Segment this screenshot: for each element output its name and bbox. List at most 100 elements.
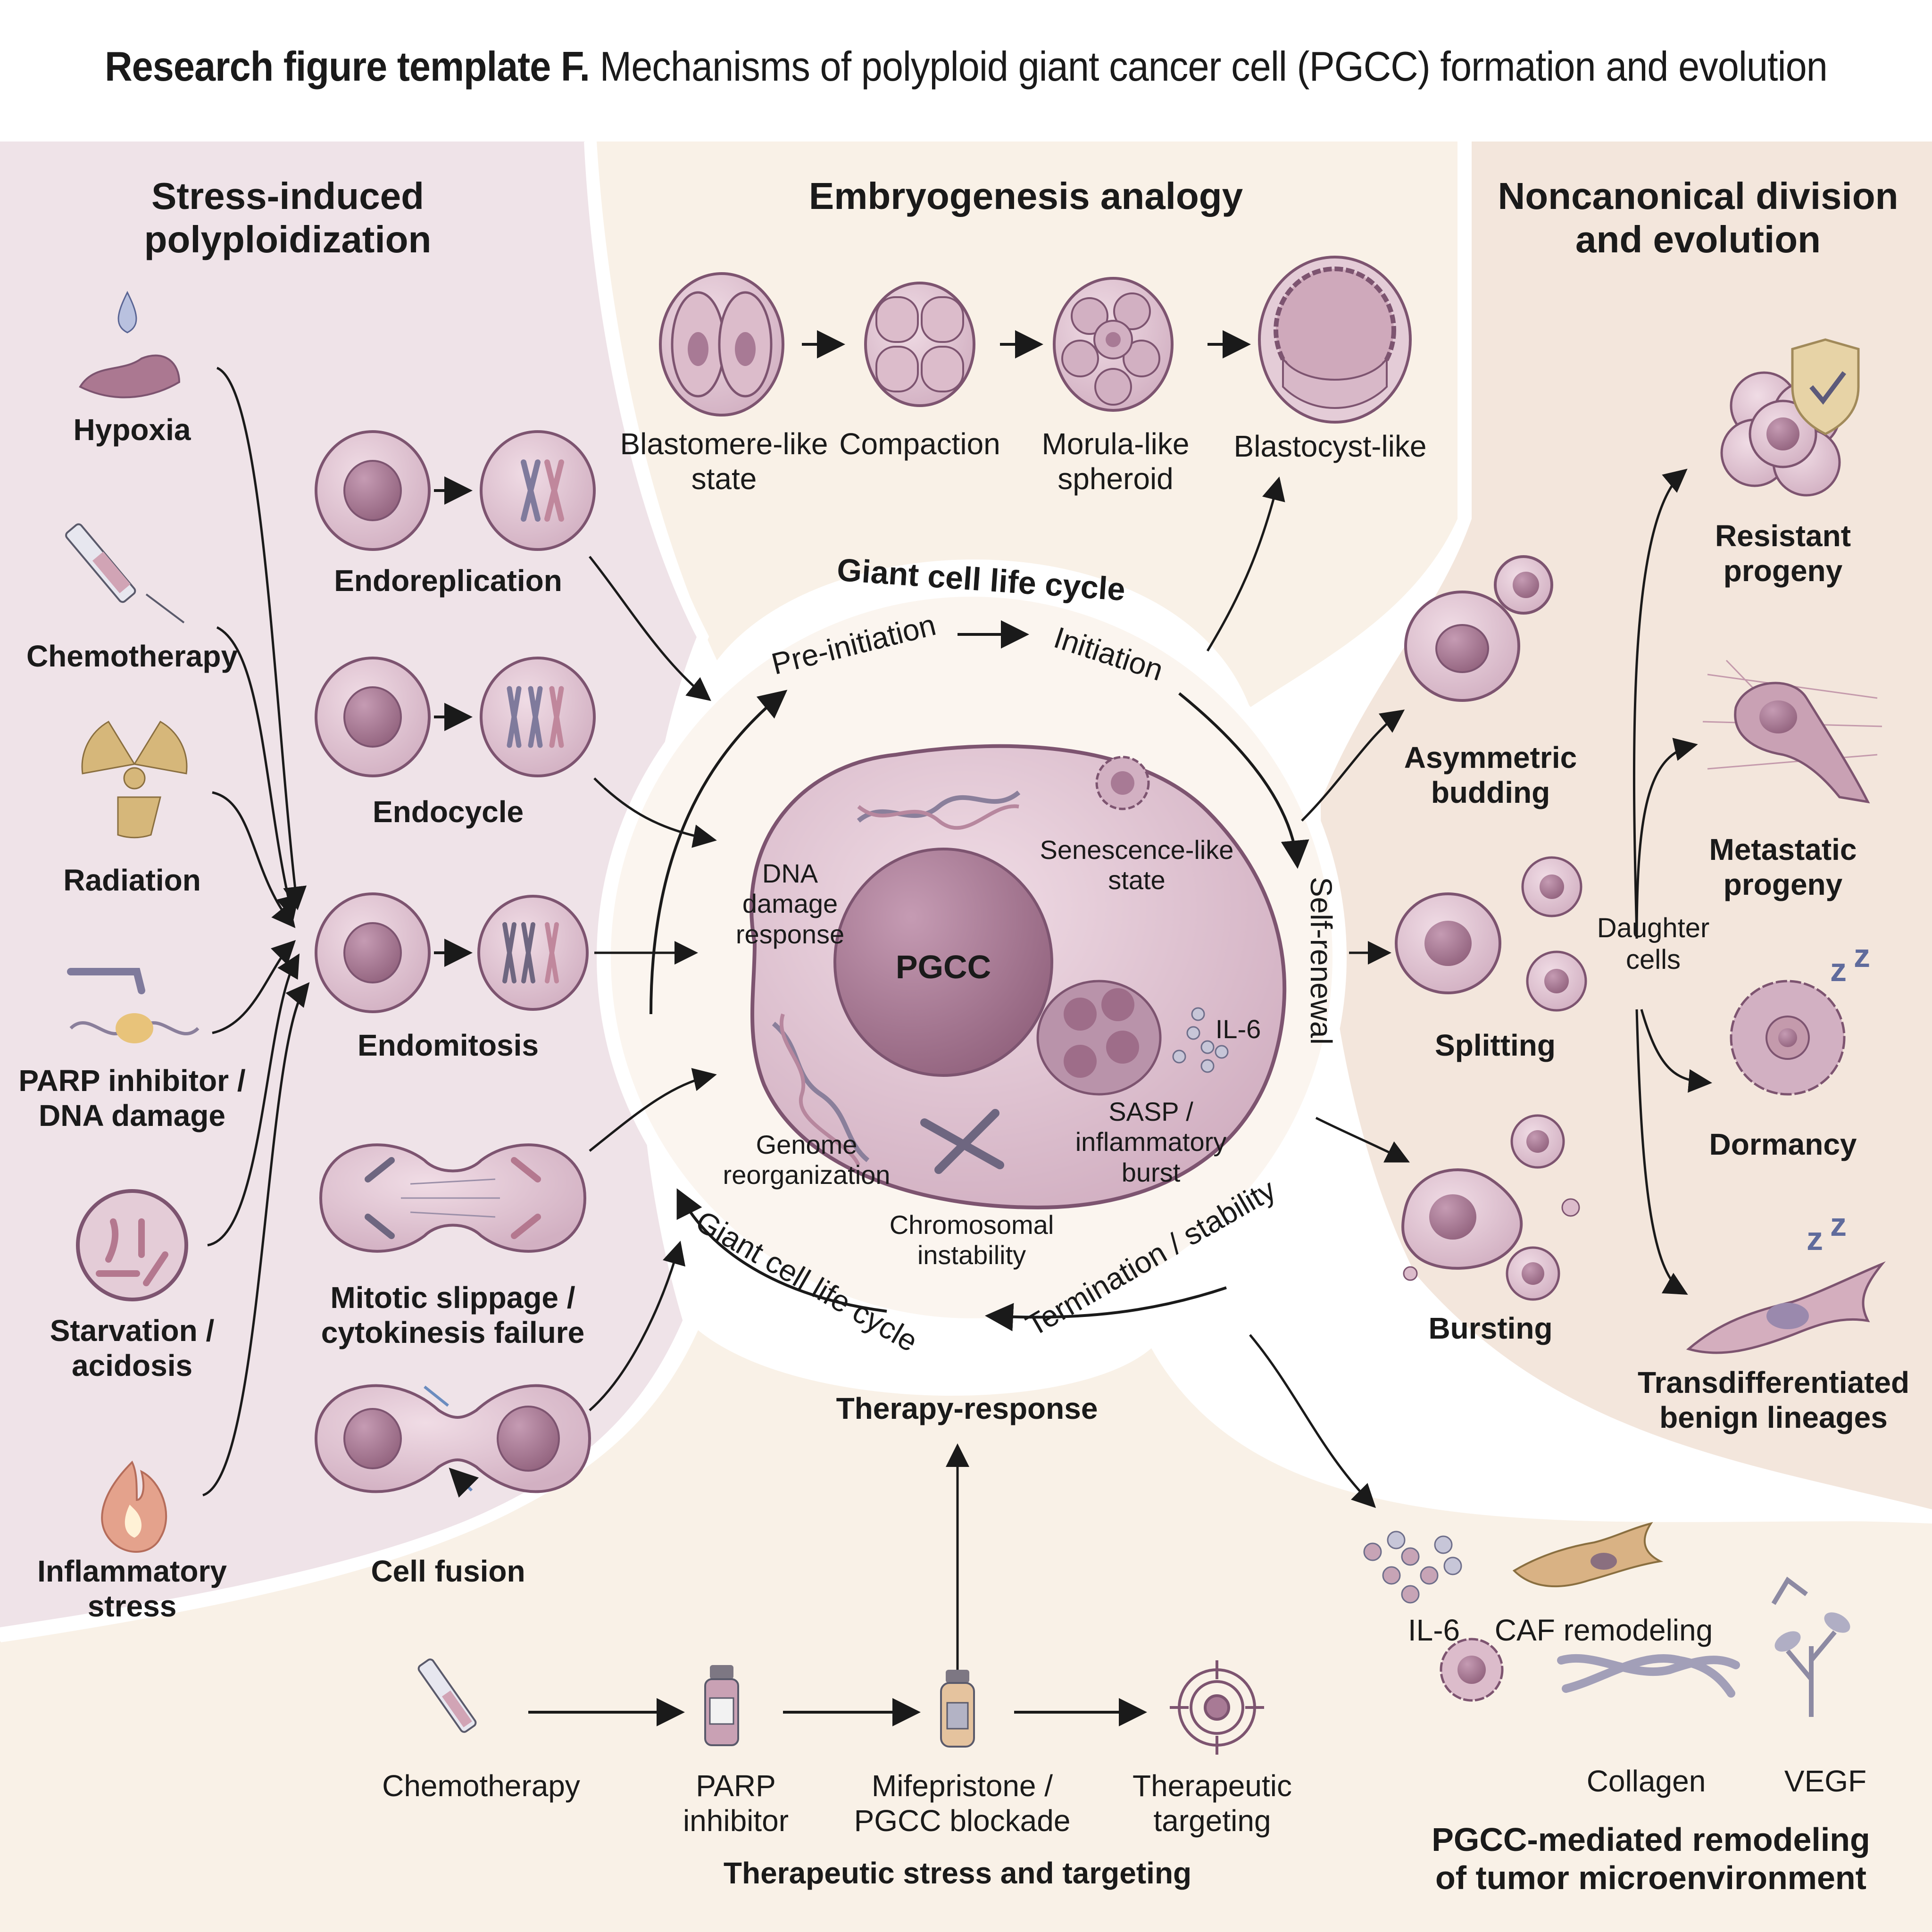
target-reticle-icon	[1170, 1660, 1264, 1755]
stressor-label-chemotherapy: Chemotherapy	[26, 639, 238, 673]
fate-label-transdifferentiated: Transdifferentiated benign lineages	[1637, 1366, 1910, 1434]
daughter-cells-label: Daughter cells	[1597, 913, 1710, 975]
cycle-arrow-termination	[985, 1286, 1227, 1332]
bottom-panel-bg	[0, 1330, 1932, 1932]
pgcc-output-arrows	[946, 476, 1410, 1698]
endocycle-icon	[315, 657, 596, 777]
endoreplication-icon	[315, 430, 596, 551]
stressor-label-parp: PARP inhibitor / DNA damage	[18, 1064, 246, 1133]
dna-helix-icon-2	[772, 1022, 870, 1162]
endomitosis-icon	[315, 892, 589, 1013]
embryo-label-morula: Morula-like spheroid	[1041, 427, 1190, 496]
morula-icon	[1053, 277, 1174, 412]
svg-text:z: z	[1807, 1220, 1823, 1257]
blastomere-icon	[659, 272, 784, 416]
mechanism-arrows	[589, 556, 717, 1411]
figure-title-prefix: Research figure template F.	[105, 43, 590, 90]
division-panel-bg	[1321, 142, 1932, 1509]
pgcc-nucleus	[833, 848, 1053, 1077]
therapy-step-targeting: Therapeutic targeting	[1133, 1769, 1292, 1838]
stressor-label-inflammatory: Inflammatory stress	[37, 1554, 227, 1623]
feature-genome-reorganization: Genome reorganization	[723, 1130, 891, 1190]
collagen-fibers-icon	[1557, 1654, 1740, 1698]
therapy-syringe-icon	[417, 1658, 477, 1733]
division-label-splitting: Splitting	[1435, 1028, 1556, 1062]
svg-text:z: z	[1830, 951, 1847, 988]
svg-text:z: z	[1854, 937, 1870, 974]
daughter-arrows	[1632, 468, 1712, 1295]
metastatic-progeny-icon	[1702, 659, 1882, 804]
bursting-icon	[1401, 1114, 1580, 1301]
il6-particles-icon	[1172, 1007, 1229, 1073]
mechanism-label-endomitosis: Endomitosis	[357, 1028, 539, 1062]
transdifferentiated-cell-icon	[1686, 1261, 1886, 1354]
mechanism-label-endocycle: Endocycle	[372, 795, 524, 829]
feature-il6: IL-6	[1215, 1014, 1261, 1044]
figure-title: Research figure template F. Mechanisms o…	[77, 42, 1855, 91]
tme-label-vegf: VEGF	[1784, 1764, 1867, 1798]
starved-cell-icon	[76, 1189, 188, 1301]
fate-label-resistant: Resistant progeny	[1715, 519, 1851, 588]
splitting-icon	[1395, 856, 1587, 1012]
cycle-phase-self-renewal: Self-renewal	[1304, 876, 1338, 1045]
parp-vial-icon	[704, 1665, 739, 1746]
macrophage-icon	[1440, 1638, 1504, 1702]
shield-check-icon	[1791, 338, 1860, 435]
multinucleated-lobe-icon	[1036, 980, 1162, 1096]
svg-text:z: z	[1830, 1206, 1847, 1243]
mechanism-label-endoreplication: Endoreplication	[334, 564, 562, 598]
mifepristone-vial-icon	[940, 1670, 975, 1748]
chromosome-icon	[920, 1109, 1004, 1174]
embryo-label-compaction: Compaction	[839, 427, 1000, 461]
tme-label-collagen: Collagen	[1586, 1764, 1706, 1798]
vegf-sprout-icon	[1771, 1576, 1850, 1717]
flame-icon	[101, 1460, 167, 1553]
therapy-step-parp: PARP inhibitor	[683, 1769, 789, 1838]
cell-fusion-icon	[314, 1384, 591, 1492]
feature-senescence: Senescence-like state	[1040, 835, 1234, 895]
stressor-label-hypoxia: Hypoxia	[73, 413, 191, 447]
cycle-arrow-return	[676, 1188, 887, 1313]
stressor-label-radiation: Radiation	[63, 863, 201, 897]
therapy-step-mifepristone: Mifepristone / PGCC blockade	[854, 1769, 1071, 1838]
cycle-arrow-preinit	[650, 690, 788, 1015]
fate-label-metastatic: Metastatic progeny	[1709, 833, 1857, 901]
hypoxia-icon	[79, 291, 181, 399]
compaction-icon	[864, 282, 975, 407]
division-label-bursting: Bursting	[1428, 1311, 1553, 1345]
dna-helix-icon	[857, 791, 1021, 823]
mechanism-label-mitotic-slippage: Mitotic slippage / cytokinesis failure	[321, 1281, 585, 1349]
dna-damage-icon	[67, 968, 200, 1043]
cycle-arrow-selfrenewal	[1178, 692, 1309, 869]
fate-label-dormancy: Dormancy	[1709, 1127, 1857, 1161]
division-panel-heading: Noncanonical division and evolution	[1498, 175, 1899, 260]
feature-chromosomal-instability: Chromosomal instability	[889, 1210, 1054, 1270]
embryo-label-blastomere: Blastomere-like state	[620, 427, 828, 496]
syringe-icon	[65, 523, 185, 624]
stressor-arrows	[202, 366, 310, 1497]
dormancy-icon	[1730, 980, 1846, 1096]
embryo-panel-bg	[597, 142, 1457, 708]
therapy-heading: Therapeutic stress and targeting	[723, 1856, 1192, 1890]
feature-sasp: SASP / inflammatory burst	[1075, 1097, 1227, 1187]
embryo-label-blastocyst: Blastocyst-like	[1233, 429, 1427, 463]
caf-fibroblast-icon	[1512, 1522, 1664, 1588]
therapy-step-chemotherapy: Chemotherapy	[382, 1769, 580, 1803]
stressor-label-starvation: Starvation / acidosis	[50, 1314, 215, 1382]
pgcc-label: PGCC	[895, 949, 991, 985]
embryo-panel-heading: Embryogenesis analogy	[808, 175, 1243, 217]
radiation-icon	[81, 720, 188, 839]
division-label-asymmetric-budding: Asymmetric budding	[1404, 741, 1577, 809]
cytokine-dots-icon	[1363, 1531, 1462, 1604]
mechanism-label-cell-fusion: Cell fusion	[371, 1554, 525, 1588]
therapy-response-label: Therapy-response	[836, 1391, 1098, 1425]
asymmetric-budding-icon	[1404, 555, 1553, 702]
stress-panel-heading: Stress-induced polyploidization	[144, 175, 432, 260]
blastocyst-icon	[1258, 256, 1412, 424]
tme-label-caf: CAF remodeling	[1494, 1613, 1713, 1647]
figure-title-text: Mechanisms of polyploid giant cancer cel…	[600, 43, 1828, 90]
tme-label-il6: IL-6	[1407, 1613, 1460, 1647]
mitotic-slippage-icon	[319, 1143, 587, 1253]
